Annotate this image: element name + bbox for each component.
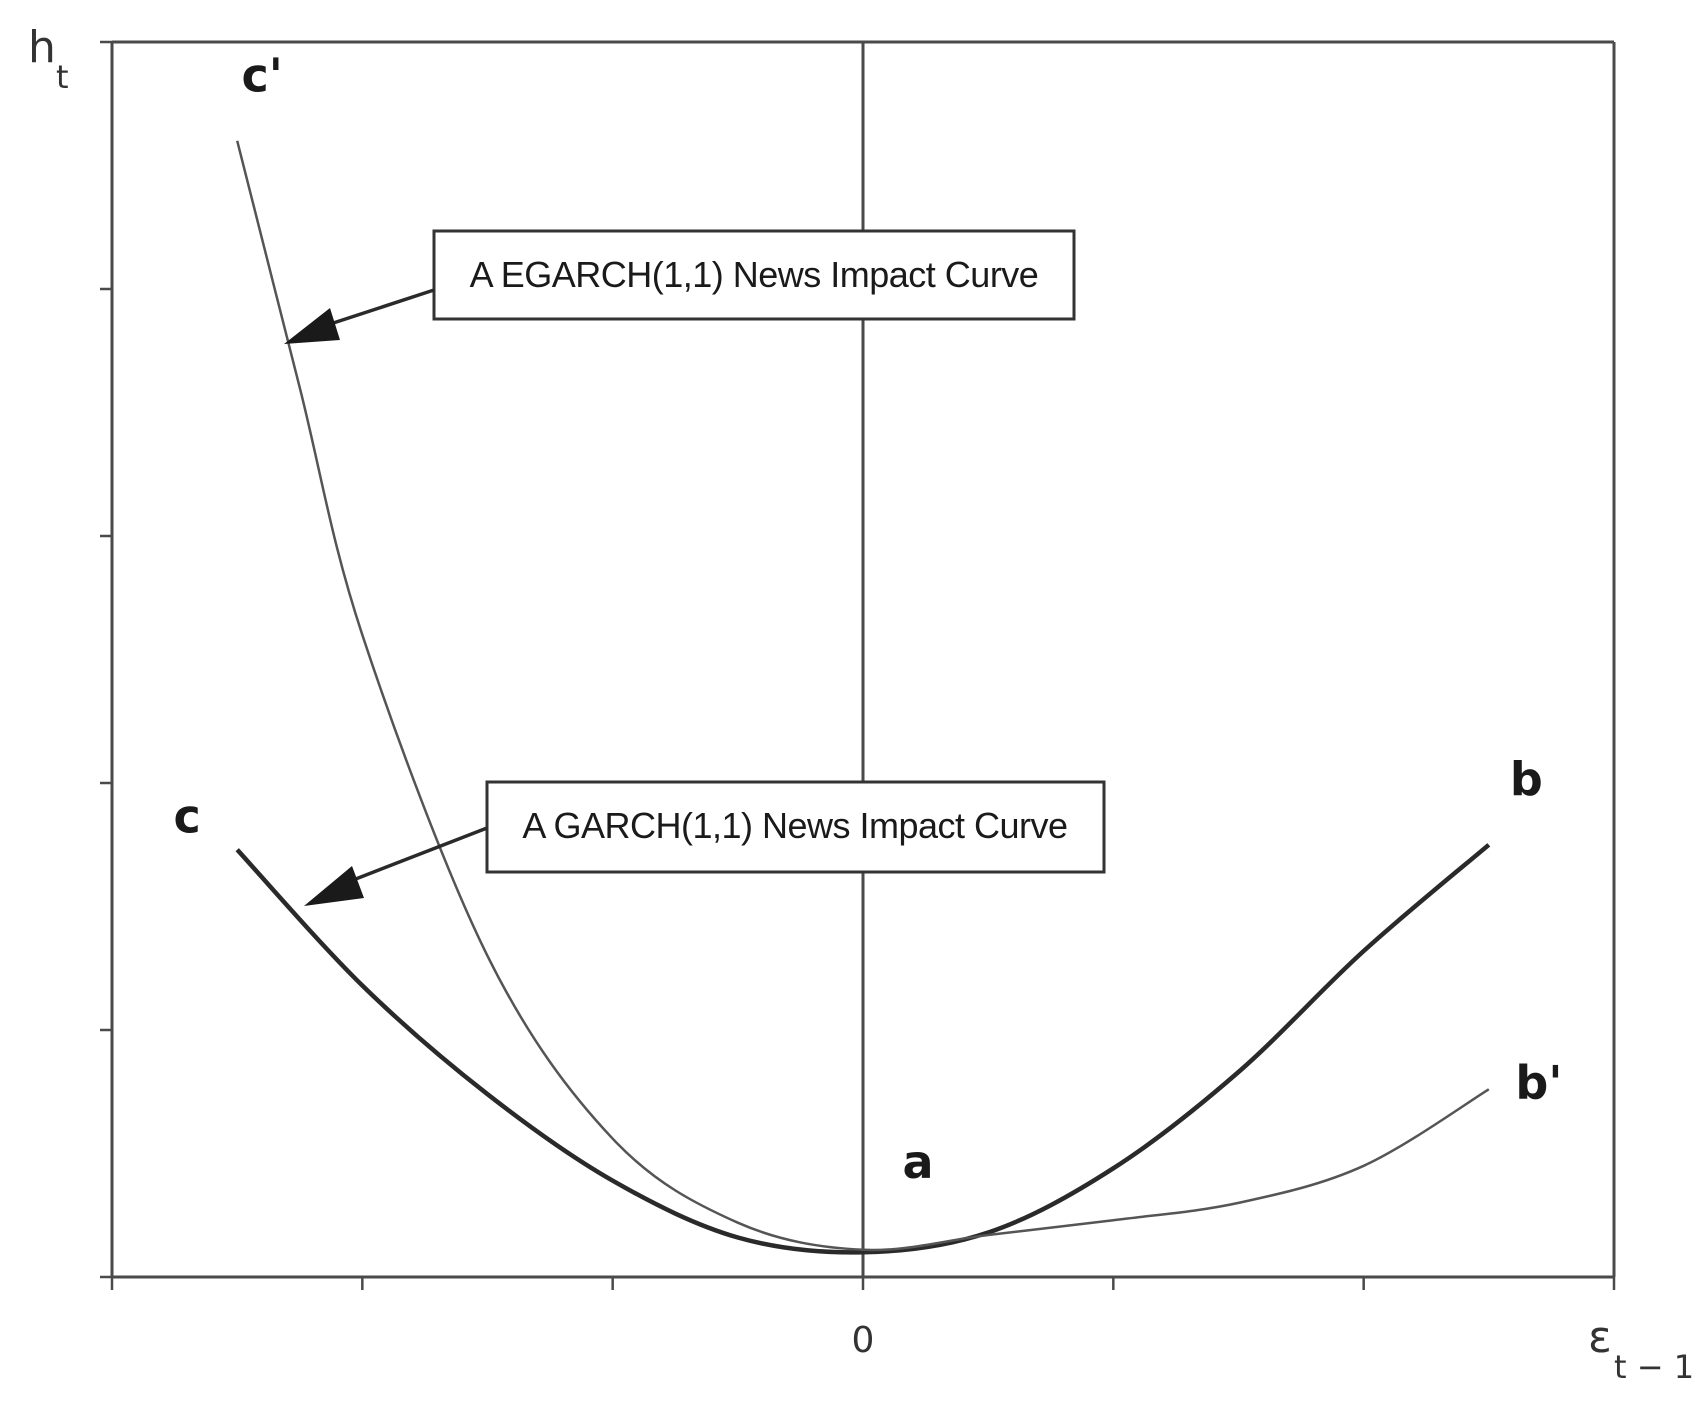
garch-callout: A GARCH(1,1) News Impact Curve — [304, 780, 1106, 906]
garch-curve — [235, 843, 1491, 1255]
egarch-callout-text: A EGARCH(1,1) News Impact Curve — [470, 254, 1039, 295]
egarch-callout-arrow-line — [317, 288, 435, 330]
egarch-curve — [235, 140, 1490, 1252]
garch-callout-arrow-line — [347, 826, 488, 884]
egarch-callout-arrowhead — [284, 308, 340, 344]
point-label-c-prime: c' — [242, 48, 283, 102]
garch-callout-box — [485, 780, 1106, 874]
plot-frame — [110, 40, 1616, 1279]
point-label-c: c — [173, 789, 200, 843]
y-axis-label: h — [28, 22, 56, 73]
point-label-b-prime: b' — [1515, 1056, 1562, 1110]
x-axis-label-subscript: t − 1 — [1614, 1348, 1694, 1386]
x-axis-label: ε — [1588, 1312, 1612, 1363]
curves — [235, 140, 1491, 1255]
point-labels: a b b' c c' — [173, 48, 1562, 1189]
garch-callout-arrowhead — [304, 866, 364, 906]
point-label-b: b — [1510, 752, 1543, 806]
x-tick-label-zero: 0 — [852, 1320, 875, 1361]
point-label-a: a — [903, 1135, 934, 1189]
axis-ticks — [100, 40, 1616, 1290]
garch-callout-text: A GARCH(1,1) News Impact Curve — [522, 805, 1067, 846]
y-axis-label-subscript: t — [56, 58, 69, 96]
egarch-callout-box — [432, 229, 1076, 321]
egarch-callout: A EGARCH(1,1) News Impact Curve — [284, 229, 1076, 344]
